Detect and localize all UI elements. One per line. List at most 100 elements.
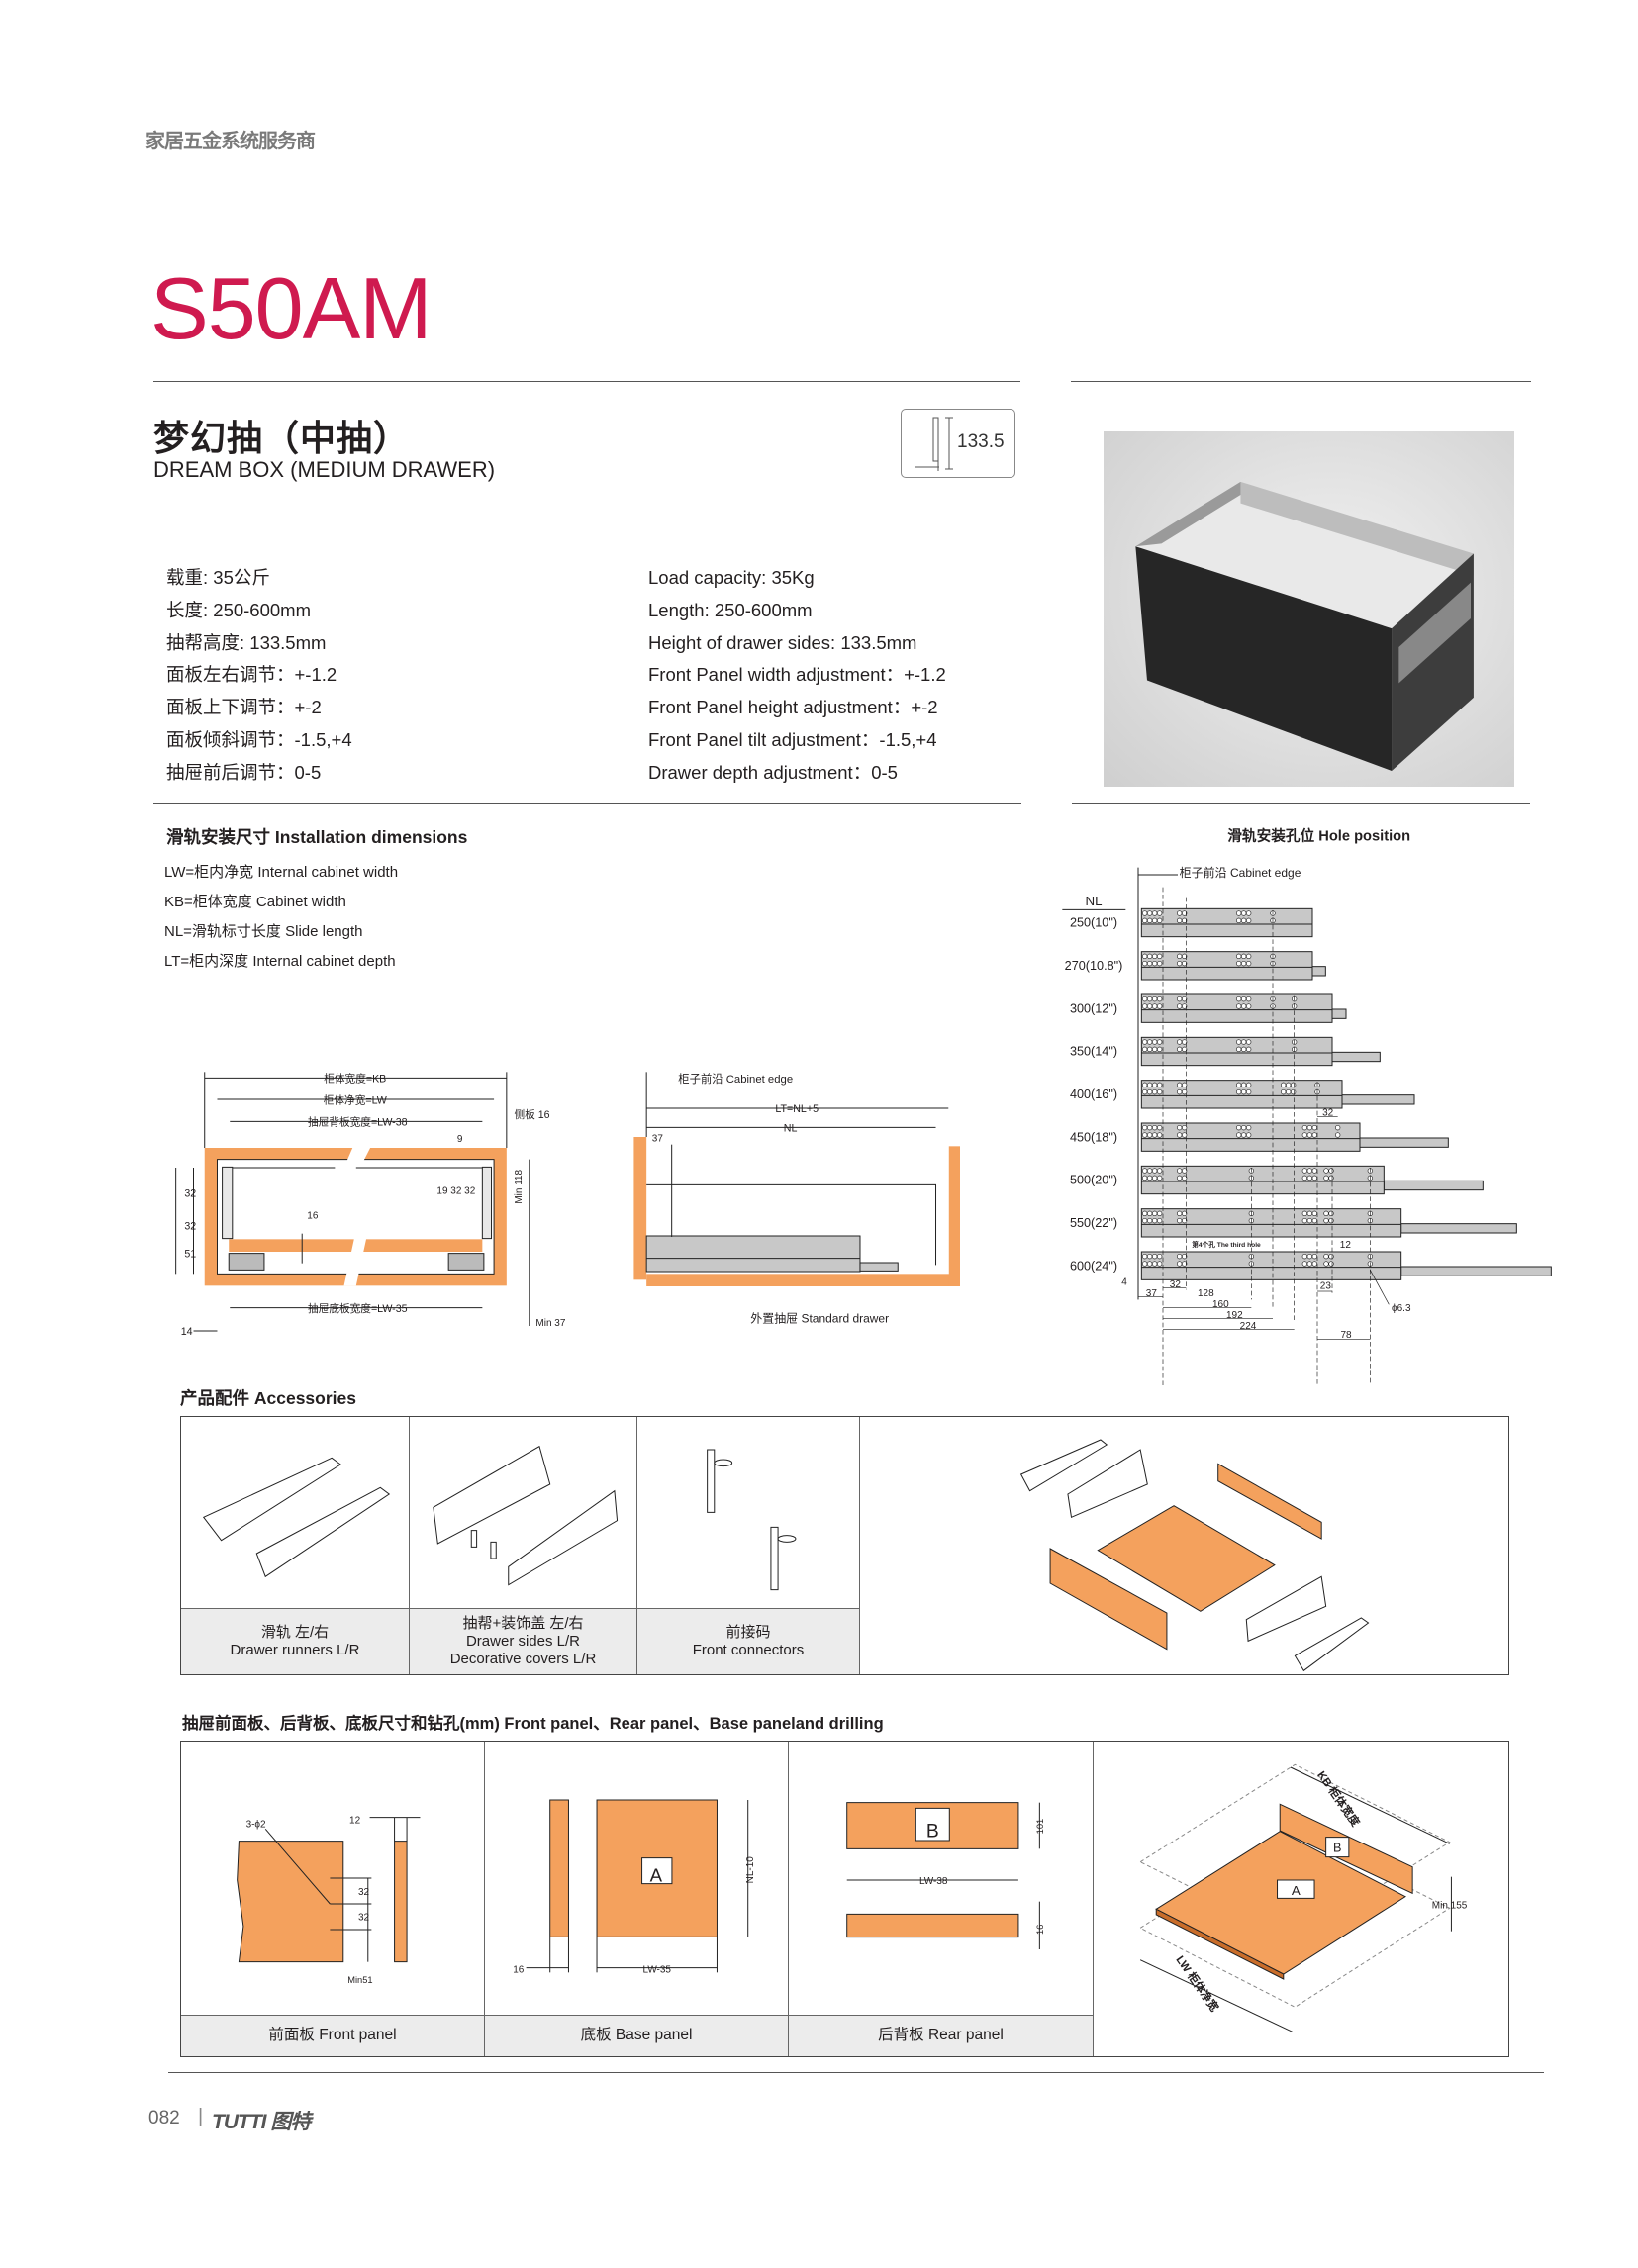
- iso-a: A: [1292, 1883, 1301, 1898]
- mounting-hole: [1157, 961, 1163, 967]
- dim-32b: 32: [358, 1913, 370, 1924]
- rail-extension: [1359, 1137, 1449, 1148]
- mounting-hole: [1182, 917, 1188, 923]
- front-connector-icon: [708, 1450, 796, 1590]
- mounting-hole: [1236, 961, 1242, 967]
- mounting-hole: [1301, 1217, 1307, 1224]
- mounting-hole: [1323, 1210, 1329, 1216]
- rail-body: [1140, 907, 1313, 938]
- panel-drawings: 3-ϕ2 12 32 32 Min51 A NL-10 16 LW-35 B 1…: [168, 1682, 1468, 2118]
- mounting-hole: [1157, 1168, 1163, 1174]
- accessory-drawer-runners: 滑轨 左/右 Drawer runners L/R: [181, 1417, 410, 1674]
- mounting-hole: [1236, 996, 1242, 1002]
- rail-row: 600(24"): [1070, 1251, 1552, 1280]
- rail-row: 350(14"): [1070, 1036, 1381, 1067]
- mounting-hole: [1142, 996, 1148, 1002]
- mounting-hole: [1177, 1175, 1183, 1181]
- mounting-hole: [1241, 1124, 1247, 1131]
- exploded-drawer-icon: [1021, 1440, 1369, 1670]
- spec-cn-item: 抽帮高度: 133.5mm: [166, 631, 327, 653]
- mounting-hole: [1323, 1217, 1329, 1224]
- mounting-hole: [1301, 1168, 1307, 1174]
- mounting-hole: [1323, 1253, 1329, 1260]
- panel-label: 底板 Base panel: [580, 2027, 693, 2044]
- installation-heading: 滑轨安装尺寸 Installation dimensions: [166, 827, 468, 847]
- dim-16: 16: [513, 1964, 525, 1975]
- accessory-en2: Decorative covers L/R: [449, 1651, 597, 1667]
- mounting-hole: [1157, 917, 1163, 923]
- dim-16: 16: [307, 1211, 319, 1222]
- spec-en-item: Front Panel tilt adjustment：-1.5,+4: [648, 729, 937, 750]
- mounting-hole: [1246, 961, 1252, 967]
- mounting-hole: [1182, 1124, 1188, 1131]
- accessory-en: Drawer runners L/R: [230, 1642, 360, 1658]
- rail-extension: [1400, 1266, 1552, 1276]
- mounting-hole: [1152, 1039, 1158, 1045]
- definition-lw: LW=柜内净宽 Internal cabinet width: [164, 864, 399, 881]
- drawer-side-profile-icon: [915, 417, 953, 471]
- mounting-hole: [1152, 996, 1158, 1002]
- mounting-hole: [1157, 996, 1163, 1002]
- base-panel-cell: 底板 Base panel: [485, 1742, 789, 2056]
- dim-23: 23: [1320, 1281, 1332, 1292]
- mounting-hole: [1334, 1124, 1341, 1131]
- mounting-hole: [1182, 1039, 1188, 1045]
- dim-37: 37: [1146, 1288, 1158, 1299]
- page-number: 082: [148, 2108, 180, 2128]
- mounting-hole: [1147, 1039, 1153, 1045]
- mounting-hole: [1177, 1132, 1183, 1138]
- mounting-hole: [1157, 1132, 1163, 1138]
- mounting-hole: [1290, 1082, 1297, 1087]
- spec-cn-item: 面板上下调节：+-2: [166, 697, 322, 718]
- spec-cn-item: 抽屉前后调节：0-5: [166, 761, 322, 783]
- mounting-hole: [1241, 996, 1247, 1002]
- spec-en-item: Height of drawer sides: 133.5mm: [648, 631, 917, 653]
- mounting-hole: [1152, 1082, 1158, 1087]
- mounting-hole: [1311, 1168, 1317, 1174]
- mounting-hole: [1236, 1039, 1242, 1045]
- mounting-hole: [1182, 1132, 1188, 1138]
- product-photo: [1104, 431, 1514, 787]
- mounting-hole: [1147, 1132, 1153, 1138]
- product-name-cn: 梦幻抽（中抽）: [153, 418, 411, 458]
- mounting-hole: [1152, 1168, 1158, 1174]
- mounting-hole: [1241, 1046, 1247, 1052]
- divider: [153, 803, 1021, 804]
- product-name-en: DREAM BOX (MEDIUM DRAWER): [153, 457, 496, 482]
- mounting-hole: [1236, 910, 1242, 916]
- mounting-hole: [1152, 1253, 1158, 1260]
- product-model: S50AM: [150, 259, 433, 357]
- mounting-hole: [1142, 917, 1148, 923]
- mounting-hole: [1152, 1124, 1158, 1131]
- mounting-hole: [1142, 961, 1148, 967]
- mounting-hole: [1301, 1261, 1307, 1267]
- spec-cn-item: 长度: 250-600mm: [166, 599, 311, 620]
- definition-nl: NL=滑轨标寸长度 Slide length: [164, 923, 363, 940]
- rail-extension: [1311, 966, 1326, 977]
- mounting-hole: [1177, 1039, 1183, 1045]
- divider: [1072, 803, 1530, 804]
- rail-row: 270(10.8"): [1065, 951, 1326, 981]
- mounting-hole: [1241, 1082, 1247, 1087]
- nl-10-label: NL-10: [745, 1856, 756, 1884]
- mounting-hole: [1152, 1132, 1158, 1138]
- nl-label: NL: [784, 1122, 798, 1134]
- mounting-hole: [1157, 1261, 1163, 1267]
- mounting-hole: [1323, 1168, 1329, 1174]
- mounting-hole: [1246, 1088, 1252, 1095]
- nl-row-label: 270(10.8"): [1065, 959, 1123, 973]
- nl-row-label: 250(10"): [1070, 916, 1117, 930]
- hole-diameter: ϕ6.3: [1392, 1303, 1411, 1314]
- mounting-hole: [1147, 953, 1153, 959]
- base-panel-label: 抽屉底板宽度=LW-35: [308, 1302, 408, 1315]
- dim-32b: 32: [1322, 1108, 1334, 1119]
- lw-label: 柜体净宽=LW: [324, 1093, 388, 1106]
- right-dims: 19 32 32: [436, 1186, 475, 1197]
- divider: [1071, 381, 1531, 382]
- kb-label: 柜体宽度=KB: [324, 1072, 386, 1085]
- mounting-hole: [1236, 1132, 1242, 1138]
- mounting-hole: [1177, 953, 1183, 959]
- lw-35-label: LW-35: [643, 1964, 672, 1975]
- lw-label: LW 柜体净宽: [1173, 1953, 1221, 2015]
- drawer-side-icon: [434, 1447, 618, 1585]
